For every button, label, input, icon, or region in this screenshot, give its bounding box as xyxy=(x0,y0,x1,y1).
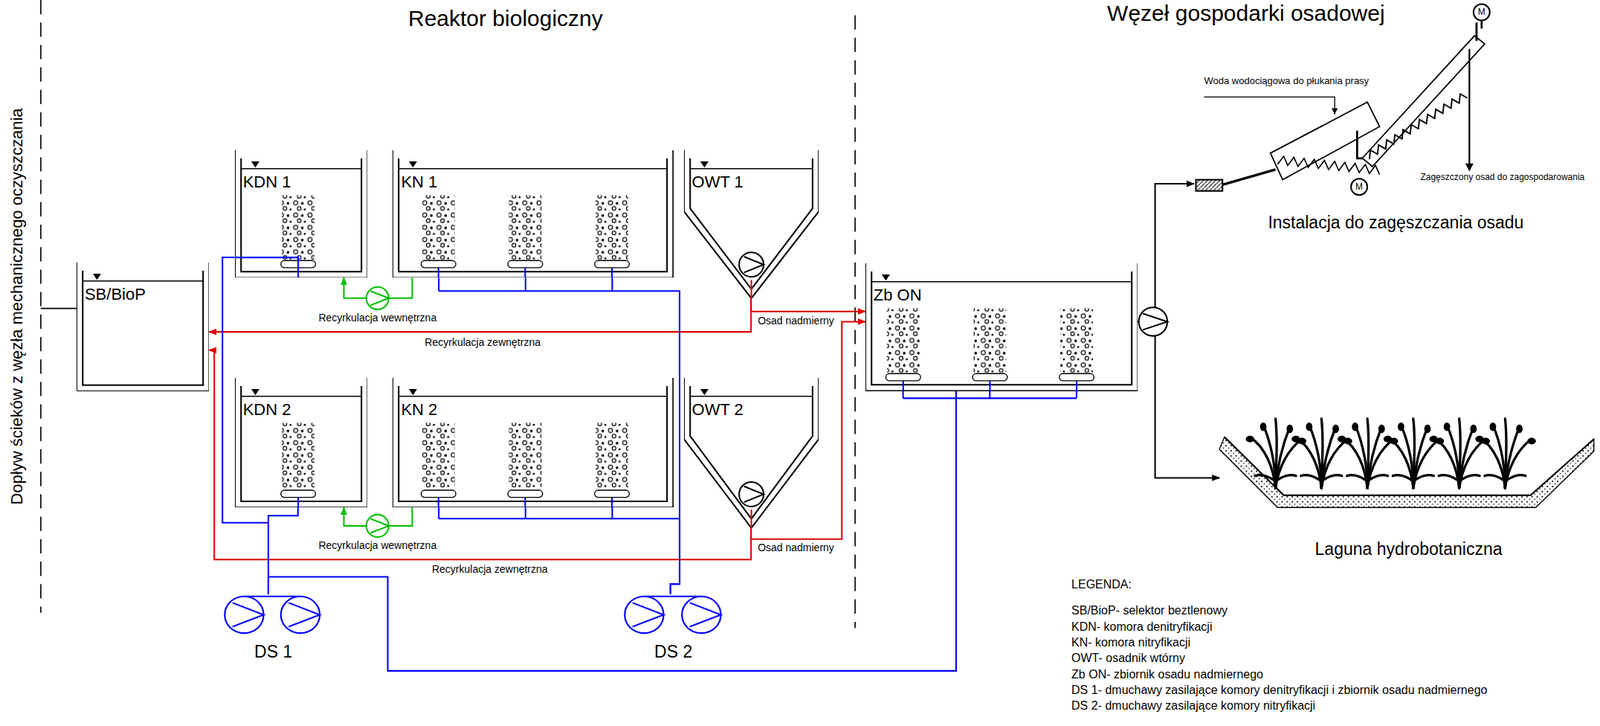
pipe-connector xyxy=(222,257,269,595)
edge-label: Recyrkulacja zewnętrzna xyxy=(423,336,543,348)
node-outline xyxy=(234,377,368,508)
note: Zagęszczony osad do zagospodarowania xyxy=(1420,172,1585,183)
legend-text: DS 2- dmuchawy zasilające komory nitryfi… xyxy=(1071,698,1316,712)
legend-entry: OWT- osadnik wtórny xyxy=(1071,651,1186,665)
node-label: SB/BioP xyxy=(84,284,146,304)
pipe-connector xyxy=(1137,321,1220,478)
blower-group: DS 1 xyxy=(219,594,328,664)
inlet-label: Dopływ ścieków z węzła mechanicznego ocz… xyxy=(8,107,26,505)
node-outline xyxy=(76,262,209,392)
pipe-connector xyxy=(268,391,957,671)
edge-label: Recyrkulacja wewnętrzna xyxy=(316,539,438,551)
clarifier-tank: OWT 1 xyxy=(684,150,819,299)
selector-tank: SB/BioP xyxy=(76,262,209,392)
edge-label: Recyrkulacja wewnętrzna xyxy=(316,312,438,324)
edge-label: Osad nadmierny xyxy=(756,542,836,554)
pipe-connector xyxy=(1137,183,1194,322)
legend-entry: KDN- komora denitryfikacji xyxy=(1071,620,1212,634)
legend-entry: DS 1- dmuchawy zasilające komory denitry… xyxy=(1071,683,1487,697)
section-title: Węzeł gospodarki osadowej xyxy=(1107,0,1386,27)
pipe-connector xyxy=(268,507,299,595)
nitrification-tank: KN 2 xyxy=(392,377,673,508)
node-label: OWT 2 xyxy=(692,400,744,419)
section-title: Reaktor biologiczny xyxy=(408,5,603,32)
edge-label: Recyrkulacja zewnętrzna xyxy=(430,563,550,575)
node-label: KDN 2 xyxy=(243,400,292,419)
pipe-connector xyxy=(611,507,680,595)
note: Woda wodociągowa do płukania prasy xyxy=(1203,75,1369,87)
legend-text: KN- komora nitryfikacji xyxy=(1071,635,1191,649)
thickening-unit: Instalacja do zagęszczania osadu xyxy=(1194,5,1598,235)
legend-entry: Zb ON- zbiornik osadu nadmiernego xyxy=(1071,667,1264,682)
legend-text: DS 1- dmuchawy zasilające komory denitry… xyxy=(1071,683,1487,696)
node-outline xyxy=(234,150,368,279)
legend-title: LEGENDA: xyxy=(1071,577,1132,592)
pipe-connector xyxy=(208,350,751,560)
legend-entry: SB/BioP- selektor beztlenowy xyxy=(1071,603,1228,618)
legend-entry: KN- komora nitryfikacji xyxy=(1071,635,1191,650)
node-label: Instalacja do zagęszczania osadu xyxy=(1194,212,1598,232)
legend-text: OWT- osadnik wtórny xyxy=(1071,651,1186,664)
motor-label: M xyxy=(1355,182,1363,192)
legend-text: Zb ON- zbiornik osadu nadmiernego xyxy=(1071,667,1264,681)
denitrification-tank: KDN 1 xyxy=(234,150,368,279)
node-label: Laguna hydrobotaniczna xyxy=(1219,539,1598,559)
node-label: DS 1 xyxy=(219,641,328,661)
denitrification-tank: KDN 2 xyxy=(234,377,368,508)
clarifier-tank: OWT 2 xyxy=(684,377,819,528)
node-label: Zb ON xyxy=(873,285,922,305)
node-label: OWT 1 xyxy=(692,172,744,192)
pipe-connector xyxy=(208,298,751,332)
nitrification-tank: KN 1 xyxy=(392,150,673,279)
node-label: DS 2 xyxy=(619,641,728,661)
blower-group: DS 2 xyxy=(619,594,728,664)
edge-label: Osad nadmierny xyxy=(756,315,836,327)
reed-lagoon: Laguna hydrobotaniczna xyxy=(1219,397,1598,562)
node-outline xyxy=(392,150,673,279)
node-outline xyxy=(684,150,819,299)
node-outline xyxy=(865,263,1138,392)
node-outline xyxy=(392,377,673,508)
motor-label: M xyxy=(1478,7,1486,17)
node-label: KN 1 xyxy=(400,172,438,192)
legend-text: SB/BioP- selektor beztlenowy xyxy=(1071,603,1228,617)
pipe-connector xyxy=(750,321,866,539)
legend-text: KDN- komora denitryfikacji xyxy=(1071,620,1212,633)
node-label: KN 2 xyxy=(400,400,438,419)
node-label: KDN 1 xyxy=(243,172,292,192)
legend-entry: DS 2- dmuchawy zasilające komory nitryfi… xyxy=(1071,698,1316,713)
sludge-tank: Zb ON xyxy=(865,263,1138,392)
pipe-connector xyxy=(750,298,866,312)
